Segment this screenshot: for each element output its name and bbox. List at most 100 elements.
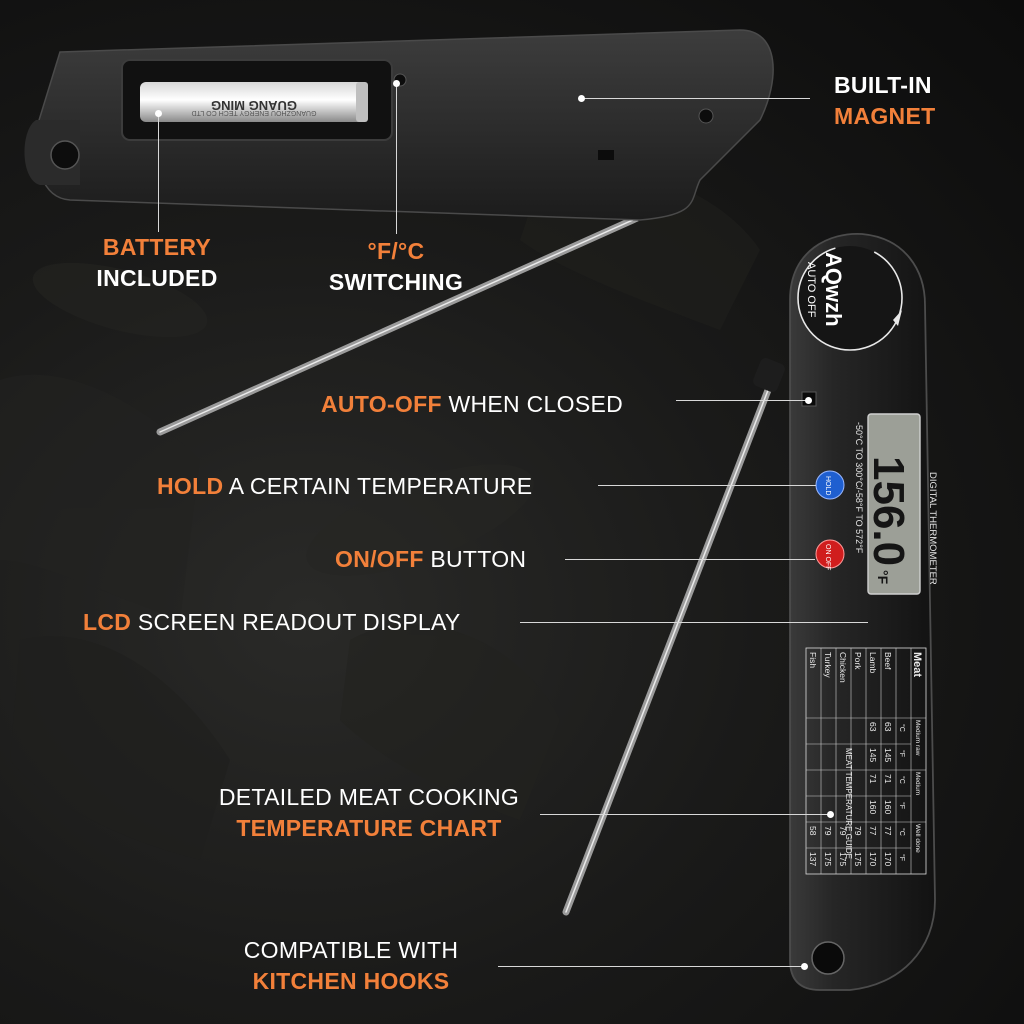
callout-chart: DETAILED MEAT COOKING TEMPERATURE CHART [202,782,536,844]
onoff-button[interactable] [815,539,845,569]
callout-magnet: BUILT-IN MAGNET [834,70,935,132]
leader-magnet [582,98,810,99]
table-cell: 137 [808,852,818,866]
table-cell: 145 [868,748,878,762]
leader-lcd [520,622,868,623]
table-cell: 71 [868,774,878,784]
lcd-screen [867,413,921,595]
open-thermometer: AQwzh AUTO OFF 156.0 °F DIGITAL THERMOME… [562,233,938,991]
callout-battery-line1: BATTERY [102,234,212,260]
dot-switching [393,80,400,87]
callout-magnet-line2: MAGNET [834,103,936,129]
callout-hooks: COMPATIBLE WITH KITCHEN HOOKS [232,935,470,997]
callout-auto-off-text: WHEN CLOSED [441,391,624,417]
table-unit: °C [898,724,906,732]
brand-name: AQwzh [821,252,846,327]
callout-lcd-highlight: LCD [83,609,132,635]
table-row-meat: Beef [883,652,893,670]
hold-button[interactable] [815,470,845,500]
table-cell: 71 [883,774,893,784]
folded-hang-hole [50,140,80,170]
callout-lcd: LCD SCREEN READOUT DISPLAY [83,607,461,638]
table-row-meat: Turkey [823,652,833,678]
callout-hooks-line1: COMPATIBLE WITH [243,937,459,963]
table-cell: 63 [883,722,893,732]
callout-chart-line2: TEMPERATURE CHART [236,815,502,841]
table-header-3: Well done [914,824,921,853]
table-row-meat: Chicken [838,652,848,683]
leader-hooks [498,966,804,967]
table-cell: 79 [838,826,848,836]
range-label: -50°C TO 300°C/-58°F TO 572°F [854,422,864,554]
folded-thermometer: GUANG MING GUANGZHOU ENERGY TECH CO LTD [24,29,774,436]
battery-maker-label: GUANGZHOU ENERGY TECH CO LTD [192,109,317,116]
battery-brand-label: GUANG MING [211,98,297,113]
table-row-meat: Fish [808,652,818,668]
table-cell: 175 [853,852,863,866]
dot-hooks [801,963,808,970]
table-cell: 175 [823,852,833,866]
table-cell: 175 [838,852,848,866]
callout-hold: HOLD A CERTAIN TEMPERATURE [157,471,532,502]
callout-switching-line1: °F/°C [367,238,425,264]
lcd-reading: 156.0 [864,456,913,566]
callout-hold-text: A CERTAIN TEMPERATURE [223,473,533,499]
dot-auto-off [805,397,812,404]
callout-battery: BATTERY INCLUDED [87,232,227,294]
leader-switching [396,84,397,234]
lcd-unit: °F [875,570,891,585]
leader-hold [598,485,816,486]
callout-onoff: ON/OFF BUTTON [335,544,526,575]
table-cell: 77 [883,826,893,836]
table-cell: 145 [883,748,893,762]
battery [140,82,368,122]
onoff-button-label: ON OFF [824,544,831,570]
table-unit: °C [898,828,906,836]
table-row-meat: Lamb [868,652,878,674]
table-header-1: Medium raw [914,720,921,756]
callout-onoff-highlight: ON/OFF [335,546,424,572]
background-food-texture [0,169,760,860]
callout-auto-off-highlight: AUTO-OFF [321,391,442,417]
dot-chart [827,811,834,818]
table-row-meat: Pork [853,652,863,670]
leader-onoff [565,559,815,560]
table-guide-title: MEAT TEMPERATURE GUIDE [844,748,853,859]
dot-magnet [578,95,585,102]
hold-button-label: HOLD [824,476,831,495]
auto-off-label: AUTO OFF [805,262,817,318]
table-header-meat: Meat [911,652,923,677]
table-header-2: Medium [914,772,921,795]
callout-magnet-line1: BUILT-IN [834,72,932,98]
table-cell: 77 [868,826,878,836]
brand-logo [797,245,903,351]
callout-switching-line2: SWITCHING [328,269,464,295]
table-cell: 79 [823,826,833,836]
callout-auto-off: AUTO-OFF WHEN CLOSED [321,389,623,420]
callout-hold-highlight: HOLD [157,473,224,499]
model-label: DIGITAL THERMOMETER [927,472,938,585]
table-cell: 63 [868,722,878,732]
table-unit: °F [898,802,906,809]
open-hang-hole [811,941,845,975]
callout-hooks-line2: KITCHEN HOOKS [252,968,450,994]
callout-lcd-text: SCREEN READOUT DISPLAY [131,609,461,635]
callout-chart-line1: DETAILED MEAT COOKING [218,784,520,810]
callout-onoff-text: BUTTON [423,546,527,572]
callout-battery-line2: INCLUDED [96,265,218,291]
leader-auto-off [676,400,808,401]
callout-switching: °F/°C SWITCHING [318,236,474,298]
table-unit: °F [898,750,906,757]
dot-battery [155,110,162,117]
table-cell: 160 [868,800,878,814]
table-unit: °F [898,854,906,861]
leader-chart [540,814,830,815]
table-unit: °C [898,776,906,784]
table-cell: 79 [853,826,863,836]
table-cell: 170 [883,852,893,866]
table-cell: 58 [808,826,818,836]
leader-battery [158,114,159,232]
